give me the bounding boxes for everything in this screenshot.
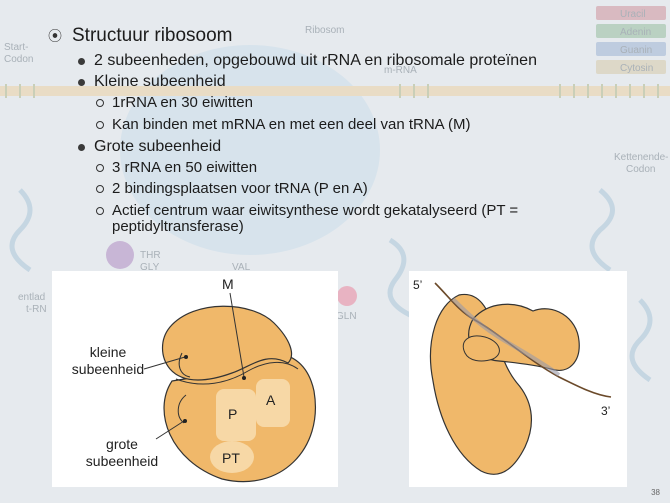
ribosome-front-figure: P A PT M kleine subeenheid grote subeenh… — [52, 271, 338, 487]
ring-bullet-icon — [96, 121, 104, 129]
label-large-subunit-line2: subeenheid — [86, 453, 158, 469]
bullet-title-row: ⦿ Structuur ribosoom — [48, 25, 233, 47]
label-m: M — [222, 276, 234, 292]
page-number: 38 — [651, 488, 660, 497]
label-3-prime: 3’ — [601, 404, 610, 418]
sub-bullet-item: 3 rRNA en 50 eiwitten — [96, 160, 257, 176]
large-subunit-pointer-dot — [183, 419, 187, 423]
sub-bullet-item: 1rRNA en 30 eiwitten — [96, 95, 253, 111]
bullet-list: ⦿ Structuur ribosoom 2 subeenheden, opge… — [48, 25, 616, 235]
label-small-subunit-line1: kleine — [90, 344, 127, 360]
bg-trna-shapes — [9, 188, 653, 383]
ring-bullet-icon — [96, 164, 104, 172]
ring-bullet-icon — [96, 99, 104, 107]
bullet-text: 2 subeenheden, opgebouwd uit rRNA en rib… — [94, 52, 537, 69]
bullet-item: Grote subeenheid — [78, 138, 221, 156]
pt-site — [210, 441, 254, 473]
bg-label-gln: GLN — [336, 311, 357, 322]
bg-label-gly: GLY — [140, 262, 160, 273]
circle-bullet-icon: ⦿ — [48, 28, 62, 44]
bullet-title: Structuur ribosoom — [72, 25, 233, 46]
sub-bullet-text: 2 bindingsplaatsen voor tRNA (P en A) — [112, 180, 368, 197]
bg-legend-guanin — [596, 42, 666, 56]
p-site — [216, 389, 256, 441]
label-p: P — [228, 406, 237, 422]
bg-ribosome-blob — [120, 45, 380, 255]
large-subunit-curve — [177, 394, 187, 424]
bg-label-trna: t-RN — [26, 304, 47, 315]
sub-bullet-item: 2 bindingsplaatsen voor tRNA (P en A) — [96, 181, 368, 197]
ring-bullet-icon — [96, 207, 104, 215]
m-pointer-line — [229, 292, 245, 378]
bg-nucleotide-ticks — [5, 84, 659, 98]
bg-label-kettenende-codon: Codon — [626, 164, 655, 175]
bg-label-entlad: entlad — [18, 292, 45, 303]
sub-bullet-text: Kan binden met mRNA en met een deel van … — [112, 116, 471, 133]
ribosome-side-drawing: 5’ 3’ — [413, 278, 612, 475]
small-subunit-pointer-dot — [184, 355, 188, 359]
bg-legend-uracil — [596, 6, 666, 20]
bg-mrna-strand — [0, 86, 670, 96]
bg-label-ribosom: Ribosom — [305, 25, 344, 36]
bg-label-codon: Codon — [4, 54, 33, 65]
dot-bullet-icon — [78, 143, 85, 151]
small-subunit-pointer — [143, 356, 186, 370]
bg-label-val: VAL — [232, 262, 251, 273]
mrna-channel — [451, 297, 561, 377]
label-large-subunit-line1: grote — [106, 436, 138, 452]
bullet-text: Grote subeenheid — [94, 138, 222, 155]
label-pt: PT — [222, 450, 240, 466]
subunit-groove — [175, 362, 299, 385]
sub-bullet-text: 3 rRNA en 50 eiwitten — [112, 159, 258, 176]
bg-amino-acid-purple — [106, 241, 134, 269]
m-pointer-dot — [242, 376, 246, 380]
dot-bullet-icon — [78, 57, 85, 65]
ribosome-side-figure: 5’ 3’ — [409, 271, 627, 487]
bullet-item: 2 subeenheden, opgebouwd uit rRNA en rib… — [78, 52, 537, 70]
bg-label-cytosin: Cytosin — [620, 63, 653, 74]
dot-bullet-icon — [78, 78, 85, 86]
ring-bullet-icon — [96, 185, 104, 193]
small-subunit-curve — [178, 352, 191, 378]
bg-label-start: Start- — [4, 42, 28, 53]
bullet-item: Kleine subeenheid — [78, 73, 226, 91]
large-subunit-pointer — [155, 420, 185, 440]
bg-label-uracil: Uracil — [620, 9, 646, 20]
sub-bullet-item: Actief centrum waar eiwitsynthese wordt … — [96, 203, 616, 235]
bg-amino-acid-pink — [337, 286, 357, 306]
bg-label-kettenende: Kettenende- — [614, 152, 669, 163]
label-a: A — [266, 392, 276, 408]
label-small-subunit-line2: subeenheid — [72, 361, 144, 377]
sub-bullet-text: Actief centrum waar eiwitsynthese wordt … — [112, 202, 519, 235]
a-site — [256, 379, 290, 427]
bg-label-thr: THR — [140, 250, 161, 261]
bg-legend-cytosin — [596, 60, 666, 74]
side-small-subunit-lobe — [462, 335, 500, 362]
sub-bullet-text: 1rRNA en 30 eiwitten — [112, 94, 253, 111]
bg-label-mrna: m-RNA — [384, 65, 417, 76]
bg-legend-adenin — [596, 24, 666, 38]
bg-label-adenin: Adenin — [620, 27, 651, 38]
label-5-prime: 5’ — [413, 278, 422, 292]
small-subunit-shape — [161, 305, 293, 381]
sub-bullet-item: Kan binden met mRNA en met een deel van … — [96, 117, 471, 133]
ribosome-front-drawing: P A PT M kleine subeenheid grote subeenh… — [72, 276, 316, 483]
bg-label-guanin: Guanin — [620, 45, 652, 56]
bullet-text: Kleine subeenheid — [94, 73, 226, 90]
